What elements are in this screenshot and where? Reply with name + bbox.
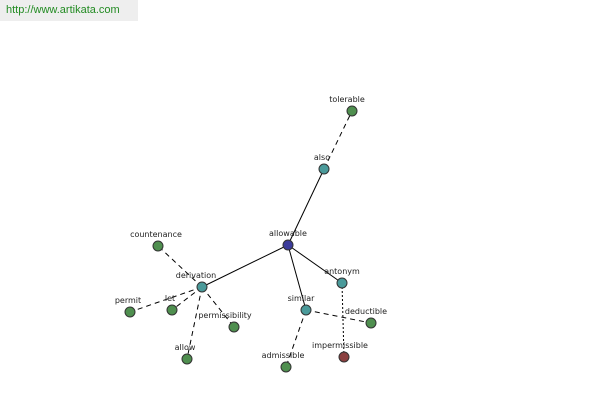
node-marker[interactable] <box>166 304 178 316</box>
node-permit[interactable]: permit <box>115 296 141 318</box>
node-allow[interactable]: allow <box>175 343 196 365</box>
edge-allowable-derivation <box>201 244 289 288</box>
node-label: similar <box>288 294 316 303</box>
edge-derivation-permissibility <box>201 286 235 328</box>
node-label: allowable <box>269 229 307 238</box>
node-label: deductible <box>345 307 387 316</box>
node-permissibility[interactable]: permissibility <box>198 311 252 333</box>
node-marker[interactable] <box>318 163 330 175</box>
node-label: let <box>165 294 175 303</box>
node-marker[interactable] <box>336 277 348 289</box>
node-label: antonym <box>324 267 360 276</box>
node-countenance[interactable]: countenance <box>130 230 182 252</box>
node-label: allow <box>175 343 196 352</box>
node-similar[interactable]: similar <box>288 294 316 316</box>
source-banner: http://www.artikata.com <box>0 0 138 21</box>
graph-edges <box>129 110 372 368</box>
graph-nodes: allowable also tolerable derivation countena… <box>115 95 387 373</box>
node-also[interactable]: also <box>314 153 330 175</box>
edge-also-tolerable <box>323 110 353 170</box>
node-label: tolerable <box>329 95 365 104</box>
node-label: permit <box>115 296 141 305</box>
node-marker[interactable] <box>338 351 350 363</box>
node-label: countenance <box>130 230 182 239</box>
node-antonym[interactable]: antonym <box>324 267 360 289</box>
node-label: also <box>314 153 330 162</box>
edge-derivation-countenance <box>157 245 203 288</box>
node-marker[interactable] <box>365 317 377 329</box>
node-label: admissible <box>262 351 305 360</box>
node-marker[interactable] <box>346 105 358 117</box>
edge-derivation-let <box>171 286 203 311</box>
node-label: derivation <box>176 271 216 280</box>
node-derivation[interactable]: derivation <box>176 271 216 293</box>
node-tolerable[interactable]: tolerable <box>329 95 365 117</box>
node-label: permissibility <box>198 311 252 320</box>
edge-derivation-permit <box>129 286 203 313</box>
node-marker[interactable] <box>124 306 136 318</box>
node-let[interactable]: let <box>165 294 178 316</box>
edge-derivation-allow <box>186 286 203 360</box>
node-admissible[interactable]: admissible <box>262 351 305 373</box>
node-deductible[interactable]: deductible <box>345 307 387 329</box>
node-marker[interactable] <box>196 281 208 293</box>
edge-allowable-similar <box>287 244 307 311</box>
node-marker[interactable] <box>280 361 292 373</box>
node-marker[interactable] <box>181 353 193 365</box>
edge-similar-deductible <box>305 309 372 324</box>
node-label: impermissible <box>312 341 368 350</box>
node-marker[interactable] <box>300 304 312 316</box>
node-marker[interactable] <box>282 239 294 251</box>
node-marker[interactable] <box>152 240 164 252</box>
edge-allowable-antonym <box>287 244 343 284</box>
source-link[interactable]: http://www.artikata.com <box>6 4 120 16</box>
edge-similar-admissible <box>285 309 307 368</box>
node-marker[interactable] <box>228 321 240 333</box>
node-impermissible[interactable]: impermissible <box>312 341 368 363</box>
edge-allowable-also <box>287 168 325 246</box>
node-allowable[interactable]: allowable <box>269 229 307 251</box>
edge-antonym-impermissible <box>341 282 345 358</box>
